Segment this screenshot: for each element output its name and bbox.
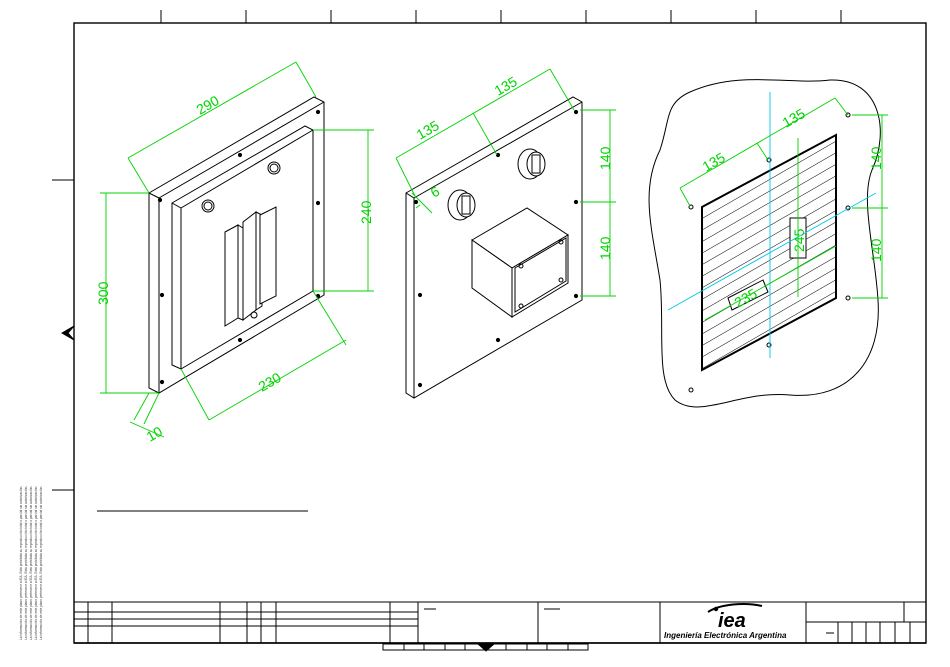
svg-text:La información de este plano p: La información de este plano pertenece a… <box>29 486 33 640</box>
title-block <box>74 601 926 643</box>
svg-text:La información de este plano p: La información de este plano pertenece a… <box>39 486 43 640</box>
dim-245: 245 <box>791 228 807 252</box>
company-name: Ingeniería Electrónica Argentina <box>664 631 787 640</box>
dim-300: 300 <box>95 281 111 305</box>
middle-view-panel <box>405 96 583 399</box>
svg-text:La información de este plano p: La información de este plano pertenece a… <box>24 486 28 640</box>
right-view-cutout <box>648 79 881 408</box>
dim-240: 240 <box>358 200 374 224</box>
company-logo: iea Ingeniería Electrónica Argentina <box>664 603 787 640</box>
right-view-axes <box>667 92 877 358</box>
sheet-frame <box>52 10 927 652</box>
dim-135-left-r: 135 <box>700 149 728 175</box>
right-view-dimensions <box>679 97 888 321</box>
svg-text:iea: iea <box>718 610 746 632</box>
dim-135-right-r: 135 <box>780 105 808 131</box>
left-view-dimensions <box>100 61 374 438</box>
middle-view-dimensions <box>395 68 616 297</box>
svg-text:La información de este plano p: La información de este plano pertenece a… <box>19 486 23 640</box>
dim-135-left: 135 <box>414 117 442 143</box>
dim-140-top-r: 140 <box>868 146 884 170</box>
side-note: La información de este plano pertenece a… <box>19 486 43 640</box>
dim-140-bottom-r: 140 <box>868 238 884 262</box>
dim-290: 290 <box>194 92 222 118</box>
left-view-backplate <box>148 96 325 394</box>
dim-10: 10 <box>144 423 166 445</box>
dim-135-right: 135 <box>492 73 520 99</box>
svg-text:La información de este plano p: La información de este plano pertenece a… <box>34 486 38 640</box>
dim-140-bottom: 140 <box>597 236 613 260</box>
dim-140-top: 140 <box>597 146 613 170</box>
